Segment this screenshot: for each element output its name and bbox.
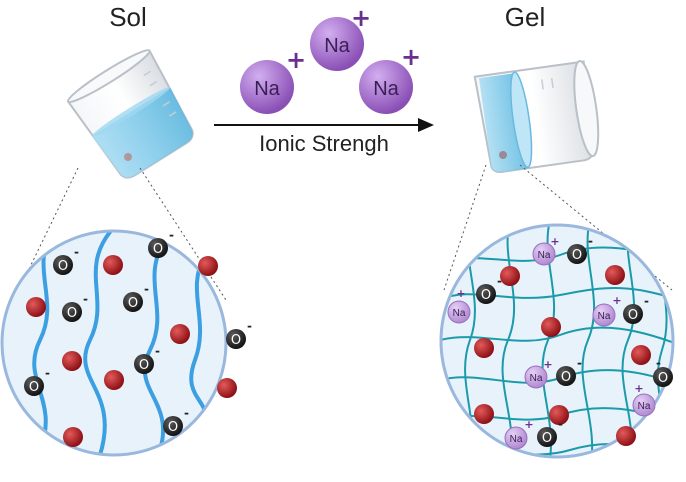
oxygen-ion: O- [123,282,149,312]
svg-text:+: + [524,418,533,431]
svg-text:-: - [497,274,502,288]
tilted-beaker-icon [473,59,600,174]
sodium-ion-icon: Na + [359,43,421,114]
svg-text:O: O [658,371,668,386]
svg-text:Na: Na [254,78,280,100]
svg-text:+: + [550,235,559,248]
polymer-strand [32,231,54,452]
svg-text:-: - [45,366,50,380]
svg-text:O: O [168,420,178,435]
sodium-ion-icon: Na + [310,4,371,71]
svg-text:O: O [67,306,77,321]
svg-text:Na: Na [510,434,523,445]
svg-text:O: O [628,308,638,323]
sodium-ion-small: Na + [504,418,534,450]
svg-text:-: - [144,282,149,296]
svg-text:Na: Na [530,373,543,384]
oxygen-ion: O- [24,366,50,396]
svg-text:O: O [231,333,241,348]
svg-text:+: + [286,46,306,74]
svg-text:O: O [139,358,149,373]
red-particle [474,265,651,446]
sodium-ion-small: Na + [632,382,656,417]
svg-text:-: - [577,356,582,370]
svg-text:+: + [543,358,552,371]
svg-text:O: O [542,431,552,446]
sodium-ion-small: Na + [524,358,553,389]
svg-text:+: + [612,294,621,307]
svg-text:+: + [351,4,371,32]
svg-text:Na: Na [538,250,551,261]
polymer-strand [83,231,112,455]
svg-text:-: - [558,417,563,431]
svg-text:O: O [58,259,68,274]
oxygen-ion: O- [62,292,88,322]
svg-text:+: + [634,382,643,395]
svg-text:-: - [184,406,189,420]
svg-text:O: O [481,288,491,303]
oxygen-ion: O- [134,344,160,374]
svg-text:O: O [561,370,571,385]
oxygen-ion: O- [476,274,502,304]
gel-title: Gel [505,2,545,32]
svg-text:O: O [153,242,163,257]
sodium-ion-icon: Na + [240,46,306,114]
oxygen-ion: O- [567,234,593,264]
svg-text:-: - [247,319,252,333]
svg-text:+: + [456,287,465,300]
svg-text:Na: Na [638,401,651,412]
svg-text:O: O [128,296,138,311]
svg-text:+: + [401,43,421,71]
svg-text:-: - [169,228,174,242]
svg-text:Na: Na [598,311,611,322]
gel-magnified-view: O- O- O- O- O- O- Na + Na + Na [439,223,675,459]
svg-text:Na: Na [453,308,466,319]
svg-text:-: - [74,245,79,259]
svg-text:O: O [29,380,39,395]
oxygen-ion: O- [163,406,189,436]
svg-text:-: - [588,234,593,248]
sol-title: Sol [109,2,147,32]
svg-text:-: - [155,344,160,358]
oxygen-ion: O- [653,356,673,387]
oxygen-ion: O- [148,228,174,258]
polymer-strand [142,238,167,452]
projection-line [443,164,487,291]
sodium-ion-small: Na + [532,235,560,266]
oxygen-ion: O- [537,417,563,447]
sodium-ion-small: Na + [592,294,622,327]
oxygen-ion: O- [53,245,79,275]
svg-text:-: - [656,356,661,370]
arrow-right-icon [214,118,434,132]
svg-text:O: O [572,248,582,263]
svg-text:Na: Na [373,78,399,100]
oxygen-ion: O- [226,319,252,349]
arrow-label: Ionic Strengh [259,131,389,156]
oxygen-ion: O- [556,356,582,386]
pouring-beaker-icon [66,49,194,179]
oxygen-ion: O- [623,294,649,324]
svg-text:-: - [83,292,88,306]
sol-magnified-view: O- O- O- O- O- O- O- O- [0,228,252,457]
projection-line [139,167,227,301]
red-particle [26,255,237,447]
svg-text:Na: Na [324,35,350,57]
sodium-ion-small: Na + [447,287,471,324]
svg-text:-: - [644,294,649,308]
